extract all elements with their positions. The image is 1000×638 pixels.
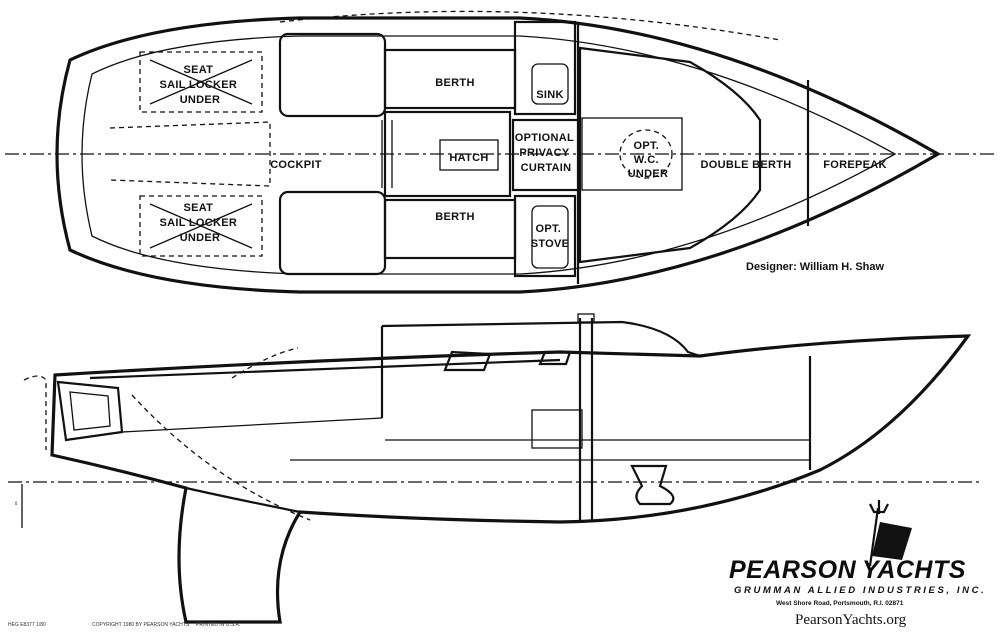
hatch-label: HATCH: [449, 152, 488, 164]
profile-view: ⇕: [8, 313, 980, 624]
curtain-line1: OPTIONAL: [515, 132, 574, 144]
stove-box: [531, 205, 569, 269]
berth-starboard-box: [383, 198, 517, 260]
forepeak-label: FOREPEAK: [823, 159, 887, 171]
cabin-top: [381, 320, 701, 358]
company-name: GRUMMAN ALLIED INDUSTRIES, INC.: [734, 585, 986, 596]
deck-line-plan: [81, 35, 897, 275]
berth-port-label: BERTH: [435, 77, 474, 89]
galley-stove-area: [513, 194, 577, 278]
seat-stbd-line2: SAIL LOCKER: [159, 217, 237, 229]
head-area: [581, 117, 683, 191]
seat-locker-starboard-outline: [139, 195, 263, 257]
footer-printed: PRINTED IN U.S.A.: [196, 622, 240, 628]
sheer-arc: [279, 10, 781, 41]
seat-locker-port-label: SEAT SAIL LOCKER UNDER: [159, 64, 240, 106]
stove-line1: OPT.: [535, 223, 561, 235]
cabin-window-fwd: [538, 350, 572, 366]
sink-label: SINK: [536, 89, 563, 101]
wc-line2: W.C.: [634, 154, 659, 166]
footer-code: HEG E8377 1/80: [8, 622, 46, 628]
hatch-box: [439, 139, 499, 171]
wc-line3: UNDER: [628, 168, 669, 180]
mast-head: [577, 313, 595, 323]
seat-locker-port-cross: [149, 59, 253, 105]
sheer-line: [89, 358, 561, 380]
seat-stbd-line1: SEAT: [183, 202, 213, 214]
plan-view: SEAT SAIL LOCKER UNDER SEAT SAIL LOCKER …: [5, 10, 995, 294]
wc-line1: OPT.: [633, 140, 659, 152]
brand-name-left: PEARSON: [729, 556, 857, 584]
cockpit-label: COCKPIT: [270, 159, 322, 171]
footer-copyright: COPYRIGHT 1980 BY PEARSON YACHTS: [92, 622, 190, 628]
rudder-shaft-line: [131, 394, 311, 521]
cockpit-well: [109, 121, 271, 187]
privacy-curtain-label: OPTIONAL PRIVACY CURTAIN: [515, 132, 577, 174]
cockpit-sole: [121, 417, 383, 433]
logo-staff: [868, 507, 880, 567]
toilet: [630, 464, 675, 506]
stove-label: OPT. STOVE: [531, 223, 570, 250]
tiller-dashed: [231, 347, 299, 379]
cabin-window-aft: [443, 350, 492, 372]
stern-detail: [23, 375, 47, 450]
wc-label: OPT. W.C. UNDER: [628, 140, 669, 180]
company-address: West Shore Road, Portsmouth, R.I. 02871: [776, 600, 904, 607]
logo-trident: [869, 500, 889, 514]
galley-sink-area: [513, 20, 577, 116]
seat-locker-starboard-label: SEAT SAIL LOCKER UNDER: [159, 202, 240, 244]
brand-block: PEARSON YACHTS GRUMMAN ALLIED INDUSTRIES…: [729, 500, 986, 628]
v-berth-outline: [578, 46, 762, 264]
cabin-aft-starboard: [278, 190, 387, 276]
wc-outline: [619, 129, 673, 179]
footer-fineprint: HEG E8377 1/80 COPYRIGHT 1980 BY PEARSON…: [8, 622, 240, 628]
galley-cabinet: [531, 409, 583, 449]
cockpit-seat-profile: [69, 391, 111, 431]
seat-locker-starboard-cross: [149, 203, 253, 249]
seat-port-line1: SEAT: [183, 64, 213, 76]
draft-mark-text: ⇕: [14, 501, 18, 507]
cockpit-profile: [56, 380, 124, 442]
double-berth-label: DOUBLE BERTH: [701, 159, 792, 171]
stove-line2: STOVE: [531, 238, 570, 250]
cabin-aft-port: [278, 32, 387, 118]
website-label: PearsonYachts.org: [795, 612, 907, 628]
companionway: [383, 110, 512, 198]
curtain-line3: CURTAIN: [521, 162, 572, 174]
logo-flag: [872, 522, 912, 560]
trident-flag-logo: [868, 500, 912, 567]
brand-name-right: YACHTS: [862, 556, 966, 584]
seat-port-line2: SAIL LOCKER: [159, 79, 237, 91]
sink-box: [531, 63, 569, 105]
seat-stbd-line3: UNDER: [180, 232, 221, 244]
berth-starboard-label: BERTH: [435, 211, 474, 223]
curtain-line2: PRIVACY: [519, 147, 570, 159]
seat-port-line3: UNDER: [180, 94, 221, 106]
seat-locker-port-outline: [139, 51, 263, 113]
designer-credit: Designer: William H. Shaw: [746, 261, 884, 273]
hull-outline-plan: [55, 16, 942, 294]
